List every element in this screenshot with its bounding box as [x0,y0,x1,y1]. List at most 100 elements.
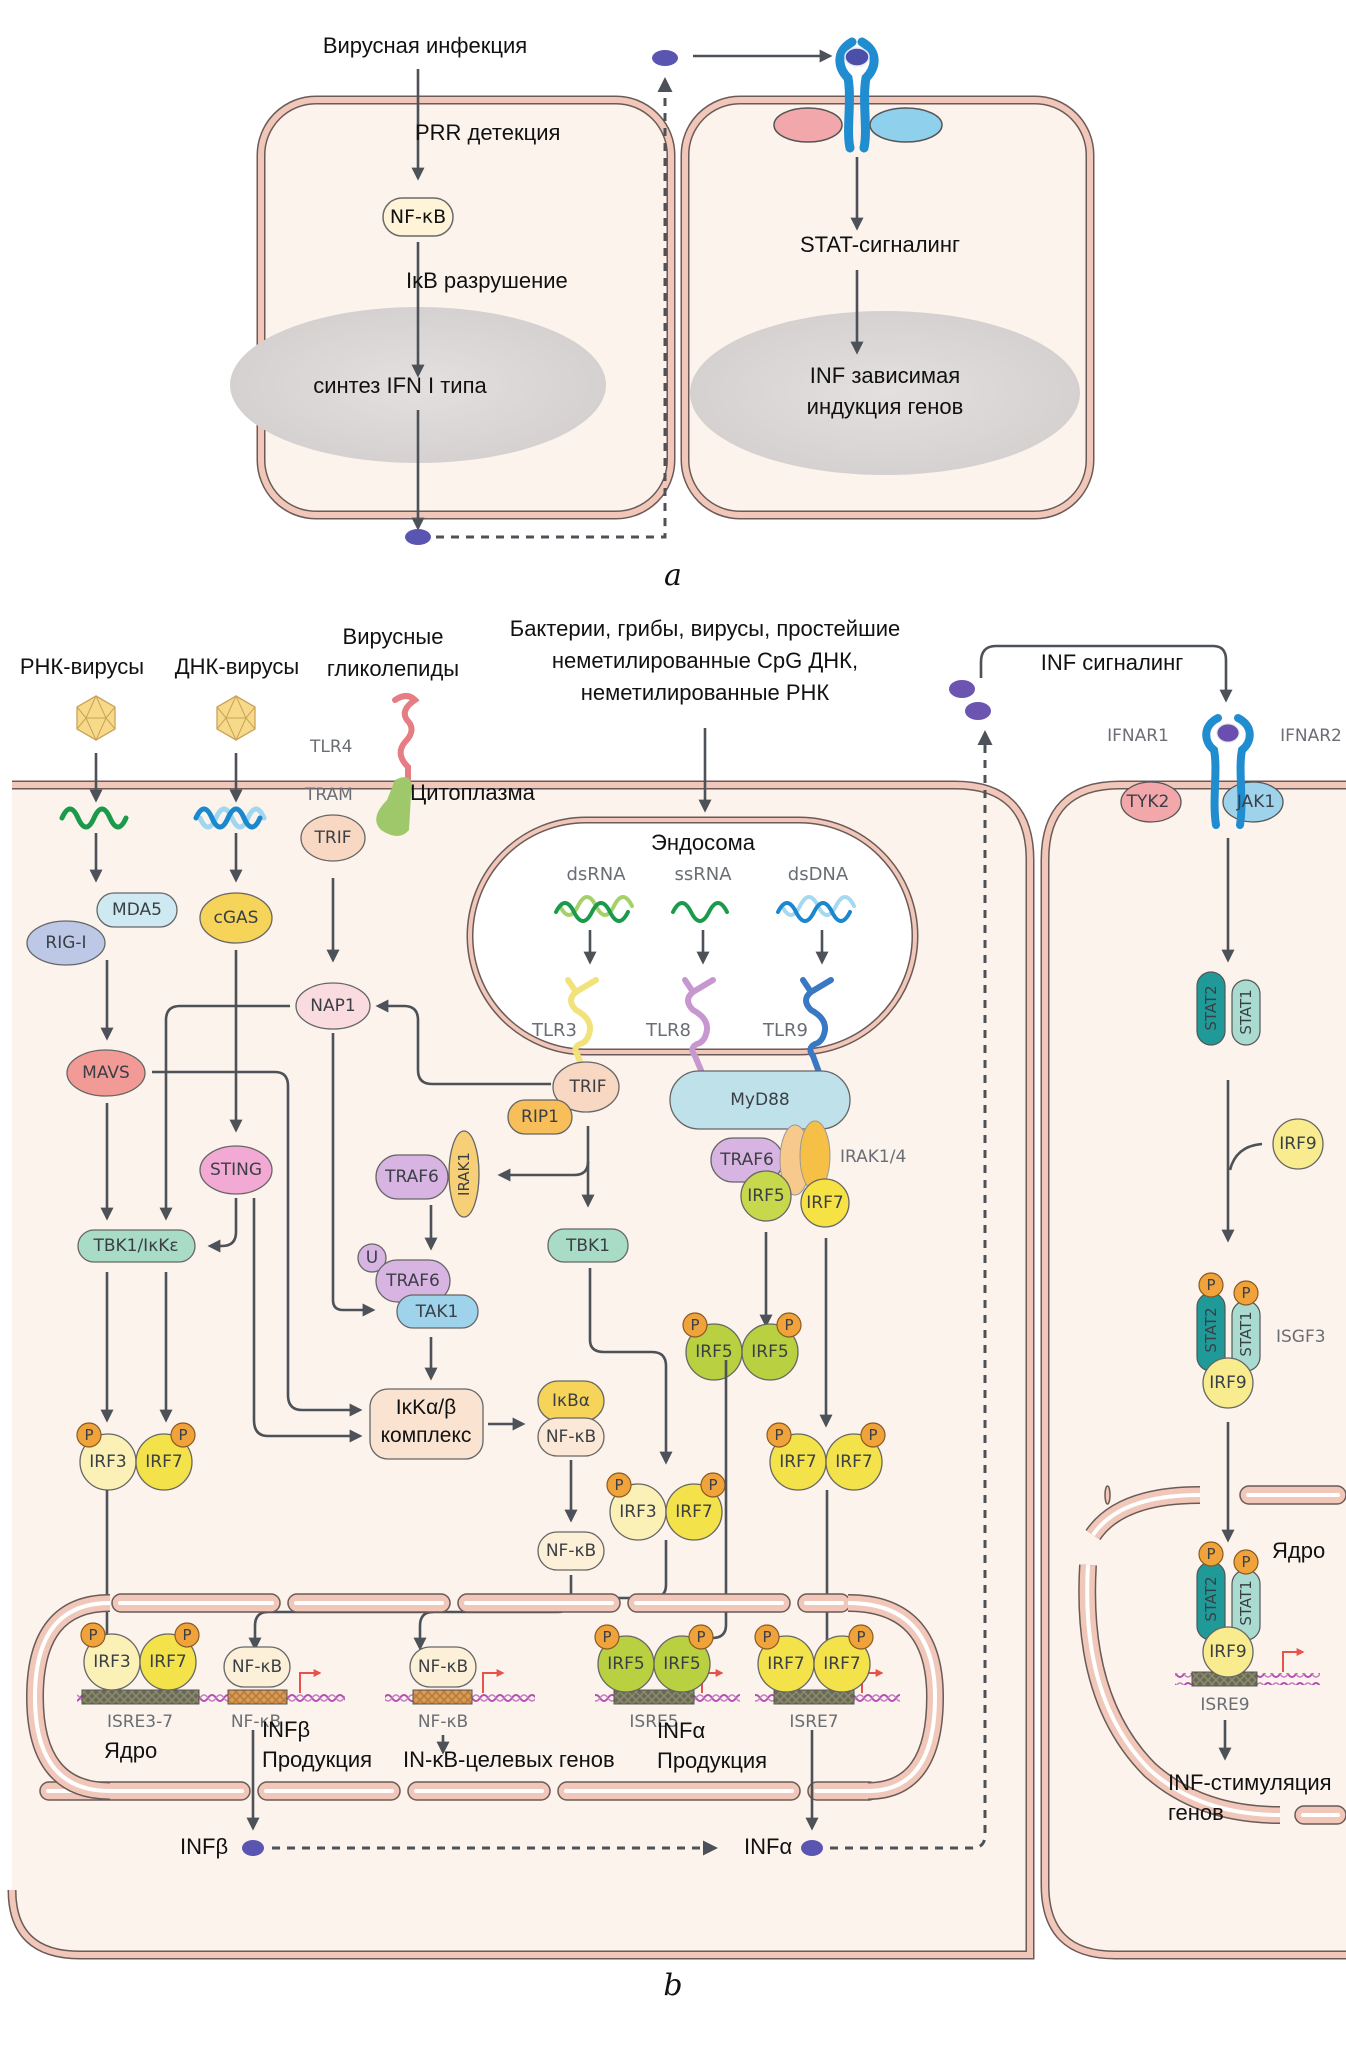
phosphate-stat1: P [1233,1280,1259,1306]
label-infa-production-2: Продукция [657,1748,767,1773]
phosphate-stat2: P [1198,1272,1224,1298]
irf7-label: IRF7 [823,1654,860,1674]
label-cytoplasm: Цитоплазма [410,780,536,805]
phosphate-label: P [690,1316,699,1334]
cell-responding-b [1040,780,1346,1960]
label-irak14: IRAK1/4 [840,1147,906,1167]
phosphate-right: P [174,1622,200,1648]
mda5-label: MDA5 [112,900,162,920]
label-prr-detection: PRR детекция [415,120,560,145]
nap1-label: NAP1 [310,996,355,1016]
trif-label-top: TRIF [314,828,352,848]
cell-responding [680,95,1095,520]
label-target-genes: IN-κB-целевых генов [403,1747,615,1772]
infb-molecule [242,1840,264,1856]
nucleus-main [25,1593,945,1801]
phosphate-label: P [602,1628,611,1646]
stat2-p-label: STAT2 [1202,1576,1220,1621]
cgas-label: cGAS [214,908,259,928]
label-ssrna: ssRNA [674,864,732,885]
irf5-label: IRF5 [607,1654,644,1674]
label-isgf3: ISGF3 [1276,1327,1326,1347]
kinase-left-a [773,107,843,143]
transcription-start-arrow [1282,1648,1305,1672]
kinase-right-a [869,107,943,143]
phosphate-label: P [1241,1553,1250,1571]
stat2-node [1196,971,1226,1046]
dashed-path-ifn-export [436,77,673,539]
ssrna-endo-icon [671,901,729,923]
tak1-label: TAK1 [415,1302,459,1322]
ifn-bound-b [1216,723,1240,743]
phosphate-label: P [1241,1284,1250,1302]
phosphate-left: P [80,1622,106,1648]
stat1-label: STAT1 [1237,989,1255,1034]
interferon-free-a [652,50,678,66]
myd88-node [669,1070,851,1130]
irf7-label: IRF7 [675,1502,712,1522]
label-ifn-synthesis: синтез IFN I типа [313,373,487,398]
ifn-receptor-a [773,37,943,153]
site-isre7-box [773,1689,855,1705]
tbk1-node [547,1228,629,1263]
label-tlr9: TLR9 [762,1020,808,1041]
phosphate-right: P [776,1312,802,1338]
phosphate-label: P [1206,1545,1215,1563]
cgas-node [199,892,273,944]
panel-b: РНК-вирусы ДНК-вирусы Вирусные гликолепи… [7,616,1346,2003]
dsdna-strand2-icon [197,806,267,830]
label-infb-out: INFβ [180,1834,228,1859]
phosphate-label: P [84,1426,93,1444]
myd88-label: MyD88 [730,1090,789,1110]
tbk1-ikke-label: TBK1/IκKε [92,1236,178,1256]
label-ifnar2: IFNAR2 [1280,726,1342,746]
phosphate-left: P [682,1312,708,1338]
arrow-irf9-join [1228,1142,1263,1171]
transcription-start-arrow [482,1669,505,1693]
tlr3-receptor [565,977,599,1083]
nfkb-ikba-node [537,1417,605,1457]
label-gene-induction: индукция генов [807,394,964,419]
traf6-ub-label: TRAF6 [385,1271,440,1291]
phosphate-left: P [594,1624,620,1650]
irf5-node [653,1635,711,1693]
arrow-nap1-to-tbk1ikke [159,1004,290,1221]
site-nfkb-ifnb-label: NF-κB [231,1712,281,1732]
ifnar-receptor [1120,714,1284,829]
trif-node [552,1061,620,1113]
ifnar1-chain [1202,714,1222,829]
traf6-node [375,1154,449,1200]
stat1-p-label: STAT1 [1237,1580,1255,1625]
tlr8-receptor [682,977,716,1078]
irf9-free-label: IRF9 [1279,1134,1316,1154]
arrow-sting-to-ikk [252,1198,363,1443]
phosphate-label: P [614,1476,623,1494]
irf5-label: IRF5 [751,1342,788,1362]
ubiquitin-label: U [366,1248,378,1268]
irf7-label: IRF7 [835,1452,872,1472]
label-inf-signaling: INF сигналинг [1041,650,1184,675]
phosphate-left: P [606,1472,632,1498]
traf6-label: TRAF6 [384,1167,439,1187]
label-pathogens-3: неметилированные РНК [581,680,830,705]
phosphate-right: P [860,1422,886,1448]
site-isre3-7-box [81,1689,200,1705]
dsrna-icon [554,901,630,923]
label-infb-production-2: Продукция [262,1747,372,1772]
phosphate-label: P [1206,1276,1215,1294]
nfkb-label-a: NF-κB [390,206,446,228]
label-nucleus-right: Ядро [1272,1538,1325,1563]
phosphate-right: P [170,1422,196,1448]
site-nfkb-targets-label: NF-κB [418,1712,468,1732]
irak1-node [448,1130,480,1218]
panel-a: Вирусная инфекция PRR детекция NF-κB IκB… [230,33,1095,593]
arrow-nap1-to-tak1 [331,1033,376,1317]
label-tlr3: TLR3 [531,1020,577,1041]
